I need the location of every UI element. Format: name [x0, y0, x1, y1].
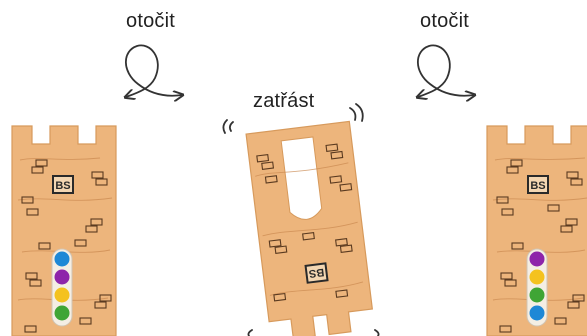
- svg-text:BS: BS: [55, 180, 70, 192]
- shake-marks-icon: [222, 103, 380, 336]
- tower-middle: BS: [245, 120, 374, 336]
- svg-text:BS: BS: [530, 180, 545, 192]
- loop-arrow-icon: [126, 44, 182, 97]
- badge: BS: [527, 175, 549, 194]
- tower-left: BS: [11, 125, 117, 336]
- loop-arrow-icon: [418, 44, 474, 97]
- svg-text:BS: BS: [308, 266, 325, 280]
- tower-right: BS: [486, 125, 587, 336]
- badge: BS: [52, 175, 74, 194]
- badge: BS: [304, 262, 329, 284]
- shake-label: zatřást: [253, 90, 315, 112]
- rotate-label-left: otočit: [126, 10, 176, 32]
- rotate-label-right: otočit: [420, 10, 470, 32]
